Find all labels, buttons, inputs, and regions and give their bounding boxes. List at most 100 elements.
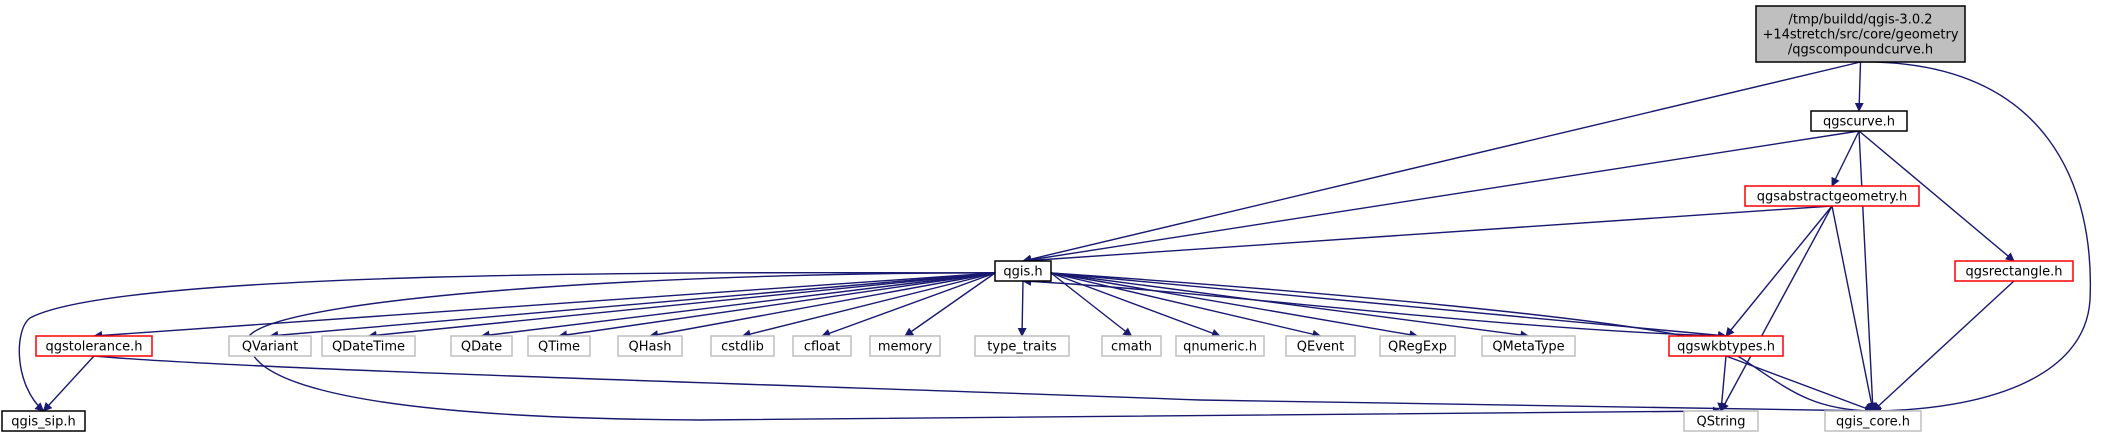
edges-layer <box>18 61 2092 421</box>
edge-qgis-to-qhash <box>649 272 996 339</box>
node-box <box>617 335 683 357</box>
node-label: QMetaType <box>1492 340 1564 355</box>
edge-qgscurve-to-qgsrectangle <box>1858 130 2015 262</box>
node-label: qgstolerance.h <box>45 340 142 355</box>
edge-qgis-to-type-traits <box>1017 280 1027 337</box>
edge-qgswkbtypes-to-qgis <box>1022 276 1727 337</box>
node-qgstolerance[interactable]: qgstolerance.h <box>35 335 153 357</box>
node-box <box>1379 335 1456 357</box>
node-qhash[interactable]: QHash <box>617 335 683 357</box>
node-qnumeric[interactable]: qnumeric.h <box>1175 335 1265 357</box>
node-qgsabstractgeometry[interactable]: qgsabstractgeometry.h <box>1744 185 1920 207</box>
node-box <box>1175 335 1265 357</box>
edge-qgsrectangle-to-qgis-core <box>1872 280 2015 412</box>
node-label: qgsrectangle.h <box>1965 265 2062 280</box>
node-box <box>527 335 591 357</box>
edge-qgis-to-qgis-core <box>1050 272 1874 416</box>
edge-qgstolerance-to-qgis-core <box>93 355 1874 416</box>
node-qevent[interactable]: QEvent <box>1285 335 1356 357</box>
node-label: +14stretch/src/core/geometry <box>1762 28 1958 43</box>
edge-qgsabstractgeometry-to-qgswkbtypes <box>1725 205 1833 337</box>
node-box <box>450 335 513 357</box>
node-box <box>1101 335 1162 357</box>
node-label: QHash <box>629 340 672 355</box>
node-box <box>869 335 941 357</box>
node-box <box>974 335 1070 357</box>
node-box <box>1 410 86 432</box>
edge-qgis-to-qdate-time <box>367 272 996 340</box>
edge-qgis-to-qstring <box>248 272 1722 421</box>
node-label: type_traits <box>987 340 1057 355</box>
node-label: QEvent <box>1297 340 1344 355</box>
node-label: qgis_core.h <box>1836 415 1910 430</box>
node-box <box>321 335 416 357</box>
node-box <box>1481 335 1576 357</box>
node-label: QTime <box>538 340 580 355</box>
edge-qgis-to-qevent <box>1050 272 1322 339</box>
edge-qgscurve-to-qgis <box>1022 130 1860 265</box>
node-qdate-time[interactable]: QDateTime <box>321 335 416 357</box>
node-box <box>228 335 312 357</box>
edge-root-to-qgis-core <box>1860 61 2092 416</box>
node-qgscurve[interactable]: qgscurve.h <box>1810 110 1908 132</box>
node-label: qnumeric.h <box>1183 340 1257 355</box>
node-label: qgscurve.h <box>1823 115 1895 130</box>
node-type-traits[interactable]: type_traits <box>974 335 1070 357</box>
edge-qgis-to-qgswkbtypes <box>1050 272 1727 340</box>
edge-qgis-to-qdate <box>480 272 996 340</box>
edge-qgis-to-qgis-sip <box>18 271 996 412</box>
node-box <box>1683 410 1759 432</box>
node-label: QString <box>1696 415 1745 430</box>
edge-qgstolerance-to-qgis-sip <box>42 355 95 412</box>
node-box <box>1755 5 1966 63</box>
node-root[interactable]: /tmp/buildd/qgis-3.0.2+14stretch/src/cor… <box>1755 5 1966 63</box>
edge-qgswkbtypes-to-qstring <box>1717 355 1727 412</box>
node-cmath[interactable]: cmath <box>1101 335 1162 357</box>
node-label: qgis_sip.h <box>11 415 75 430</box>
node-qdate[interactable]: QDate <box>450 335 513 357</box>
node-qmeta-type[interactable]: QMetaType <box>1481 335 1576 357</box>
node-qgswkbtypes[interactable]: qgswkbtypes.h <box>1668 335 1784 357</box>
node-cfloat[interactable]: cfloat <box>792 335 852 357</box>
edge-qgswkbtypes-to-qgis-core <box>1725 355 1874 413</box>
edge-qgis-to-cfloat <box>821 272 996 338</box>
node-label: qgswkbtypes.h <box>1677 340 1775 355</box>
edge-qgscurve-to-qgis-core <box>1858 130 1878 412</box>
edge-qgis-to-memory <box>904 272 996 337</box>
node-box <box>1744 185 1920 207</box>
edge-qgscurve-to-qgsabstractgeometry <box>1831 130 1860 187</box>
node-memory[interactable]: memory <box>869 335 941 357</box>
node-qgis-sip[interactable]: qgis_sip.h <box>1 410 86 432</box>
edge-qgis-to-qvariant <box>269 272 996 340</box>
node-qtime[interactable]: QTime <box>527 335 591 357</box>
node-label: QDate <box>461 340 502 355</box>
node-box <box>994 260 1052 282</box>
node-cstdlib[interactable]: cstdlib <box>710 335 775 357</box>
node-qgis[interactable]: qgis.h <box>994 260 1052 282</box>
edge-qgis-to-cstdlib <box>741 272 996 339</box>
node-label: QRegExp <box>1388 340 1447 355</box>
node-label: cfloat <box>804 340 840 355</box>
edge-root-to-qgis <box>1022 61 1861 264</box>
node-box <box>792 335 852 357</box>
node-qstring[interactable]: QString <box>1683 410 1759 432</box>
node-label: cstdlib <box>721 340 764 355</box>
edge-qgsabstractgeometry-to-qgis <box>1022 205 1833 265</box>
node-qvariant[interactable]: QVariant <box>228 335 312 357</box>
node-label: QDateTime <box>332 340 405 355</box>
edge-qgsabstractgeometry-to-qstring <box>1720 205 1833 412</box>
node-qgsrectangle[interactable]: qgsrectangle.h <box>1954 260 2074 282</box>
node-box <box>710 335 775 357</box>
node-box <box>1954 260 2074 282</box>
node-label: cmath <box>1111 340 1152 355</box>
node-label: QVariant <box>242 340 298 355</box>
node-box <box>35 335 153 357</box>
node-qgis-core[interactable]: qgis_core.h <box>1824 410 1922 432</box>
node-box <box>1810 110 1908 132</box>
edge-qgis-to-qreg-exp <box>1050 272 1419 340</box>
node-qreg-exp[interactable]: QRegExp <box>1379 335 1456 357</box>
node-label: memory <box>878 340 933 355</box>
node-box <box>1668 335 1784 357</box>
edge-qgis-to-qtime <box>558 272 996 340</box>
